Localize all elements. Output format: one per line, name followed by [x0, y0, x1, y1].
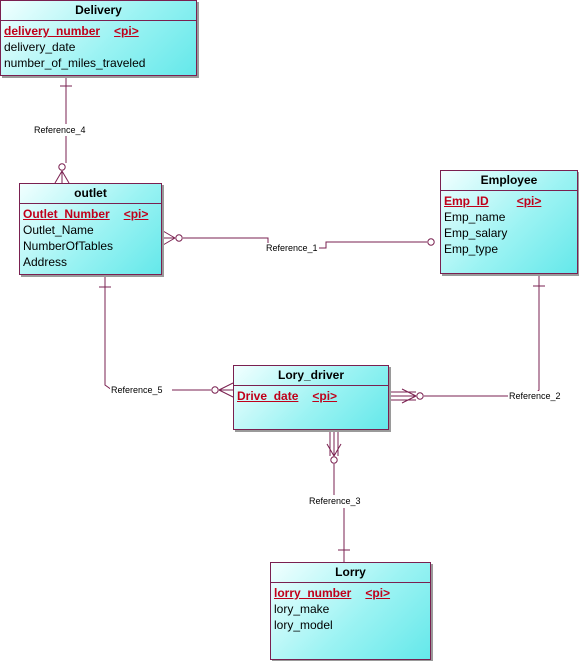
reference-4-label: Reference_4	[33, 125, 87, 136]
entity-title: Employee	[441, 171, 577, 191]
entity-lory-driver[interactable]: Lory_driver Drive_date <pi>	[233, 365, 389, 430]
reference-3-label: Reference_3	[308, 496, 362, 507]
attribute: Emp_name	[444, 210, 506, 224]
reference-1-label: Reference_1	[265, 243, 319, 254]
reference-2-label: Reference_2	[508, 391, 562, 402]
attribute: number_of_miles_traveled	[4, 56, 146, 70]
entity-title: Lory_driver	[234, 366, 388, 386]
reference-2-line[interactable]	[389, 274, 545, 404]
attribute: NumberOfTables	[23, 239, 114, 253]
primary-key-attribute: lorry_number <pi>	[274, 585, 427, 601]
pk-tag: <pi>	[123, 207, 149, 221]
reference-5-label: Reference_5	[110, 385, 164, 396]
attribute: delivery_date	[4, 40, 76, 54]
entity-employee[interactable]: Employee Emp_ID<pi> Emp_name Emp_salary …	[440, 170, 578, 274]
attribute: lory_make	[274, 602, 330, 616]
reference-3-line[interactable]	[326, 430, 350, 562]
entity-lorry[interactable]: Lorry lorry_number <pi> lory_make lory_mo…	[270, 562, 431, 660]
entity-delivery[interactable]: Delivery delivery_number <pi> delivery_da…	[0, 0, 197, 76]
attribute: lory_model	[274, 618, 333, 632]
pk-tag: <pi>	[365, 586, 391, 600]
primary-key-attribute: delivery_number <pi>	[4, 23, 193, 39]
reference-5-line[interactable]	[99, 275, 234, 398]
pk-tag: <pi>	[516, 194, 542, 208]
pk-tag: <pi>	[312, 389, 338, 403]
attribute: Outlet_Name	[23, 223, 94, 237]
attribute-name: lorry_number	[274, 586, 352, 600]
attribute-name: Drive_date	[237, 389, 299, 403]
entity-title: Lorry	[271, 563, 430, 583]
attribute-name: Emp_ID	[444, 194, 489, 208]
entity-title: Delivery	[1, 1, 196, 21]
attribute-name: delivery_number	[4, 24, 101, 38]
pk-tag: <pi>	[114, 24, 139, 38]
reference-4-line[interactable]	[54, 76, 72, 184]
entity-title: outlet	[20, 184, 161, 204]
entity-outlet[interactable]: outlet Outlet_Number <pi> Outlet_Name Num…	[19, 183, 162, 275]
attribute: Address	[23, 255, 68, 269]
primary-key-attribute: Outlet_Number <pi>	[23, 206, 158, 222]
attribute-name: Outlet_Number	[23, 207, 110, 221]
attribute: Emp_salary	[444, 226, 508, 240]
attribute: Emp_type	[444, 242, 499, 256]
primary-key-attribute: Drive_date <pi>	[237, 388, 385, 404]
primary-key-attribute: Emp_ID <pi>	[444, 193, 574, 209]
